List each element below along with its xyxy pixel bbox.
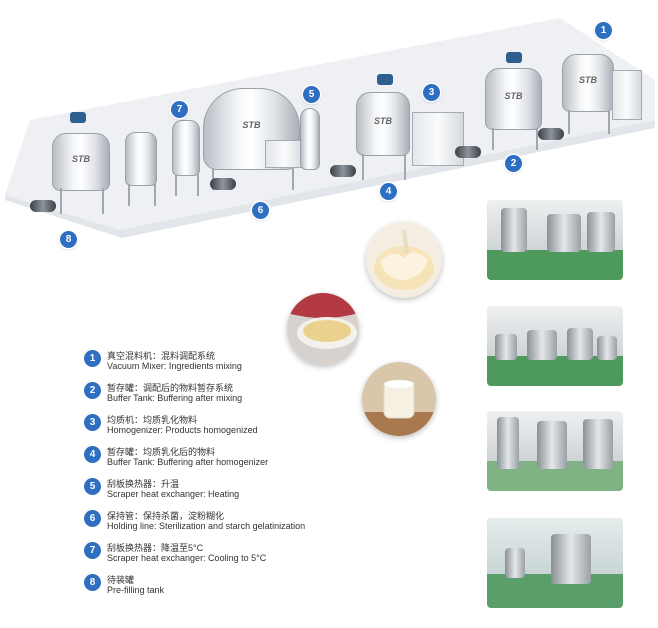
factory-photo-3 [487, 411, 623, 491]
vacuum-mixer: STB [562, 54, 614, 112]
badge-3: 3 [423, 84, 440, 101]
legend-zh: 保持管：保持杀菌，淀粉糊化 [107, 511, 225, 521]
pump [455, 146, 481, 158]
legend-en: Buffer Tank: Buffering after mixing [107, 393, 243, 403]
tank-legs [175, 174, 199, 196]
photo-tank [587, 212, 615, 252]
legend-zh: 刮板换热器：升温 [107, 479, 180, 489]
pudding-bowl-illustration [287, 293, 359, 365]
photo-tank [537, 421, 567, 469]
badge-2: 2 [505, 155, 522, 172]
pump [330, 165, 356, 177]
legend-number: 8 [84, 574, 101, 591]
tank-legs [568, 110, 610, 134]
photo-tank [547, 214, 581, 252]
tank-legs [60, 188, 104, 214]
buffer-tank-after-homogenizer: STB [356, 92, 410, 156]
photo-tank [497, 417, 519, 469]
badge-8: 8 [60, 231, 77, 248]
factory-photo-4 [487, 518, 623, 608]
photo-floor [487, 249, 623, 280]
legend-number: 5 [84, 478, 101, 495]
dessert-illustration [366, 222, 442, 298]
legend-en: Scraper heat exchanger: Heating [107, 489, 240, 499]
badge-5: 5 [303, 86, 320, 103]
scraper-heat-exchanger-tank [172, 120, 200, 176]
tank-legs [492, 128, 538, 150]
control-cabinet [612, 70, 642, 120]
legend-zh: 均质机：均质乳化物料 [107, 415, 198, 425]
badge-4: 4 [380, 183, 397, 200]
legend-zh: 刮板换热器：降温至5°C [107, 543, 204, 553]
badge-1: 1 [595, 22, 612, 39]
pre-filling-tank: STB [52, 133, 110, 191]
legend-en: Homogenizer: Products homogenized [107, 425, 258, 435]
homogenizer [412, 112, 464, 166]
photo-tank [551, 534, 591, 584]
tank-legs [362, 154, 406, 180]
motor [70, 112, 86, 123]
legend-en: Holding line: Sterilization and starch g… [107, 521, 306, 531]
product-image-pudding-bowl [287, 293, 359, 365]
photo-tank [495, 334, 517, 360]
legend-en: Buffer Tank: Buffering after homogenizer [107, 457, 269, 467]
legend-en: Pre-filling tank [107, 585, 165, 595]
legend-number: 2 [84, 382, 101, 399]
pump [538, 128, 564, 140]
legend-number: 7 [84, 542, 101, 559]
buffer-tank-after-mixing: STB [485, 68, 542, 130]
product-image-dessert [366, 222, 442, 298]
scraper-heat-exchanger [300, 108, 320, 170]
factory-photo-1 [487, 200, 623, 280]
photo-floor [487, 355, 623, 386]
legend-en: Scraper heat exchanger: Cooling to 5°C [107, 553, 267, 563]
photo-tank [527, 330, 557, 360]
legend-number: 3 [84, 414, 101, 431]
photo-tank [505, 548, 525, 578]
photo-tank [567, 328, 593, 360]
legend-number: 4 [84, 446, 101, 463]
factory-photo-2 [487, 306, 623, 386]
motor [377, 74, 393, 85]
legend-number: 1 [84, 350, 101, 367]
control-panel [265, 140, 305, 168]
legend-zh: 真空混料机：混料调配系统 [107, 351, 216, 361]
legend-en: Vacuum Mixer: Ingredients mixing [107, 361, 242, 371]
pump [210, 178, 236, 190]
legend-zh: 暂存罐：调配后的物料暂存系统 [107, 383, 234, 393]
badge-6: 6 [252, 202, 269, 219]
tank-legs [128, 184, 156, 206]
photo-tank [501, 208, 527, 252]
badge-7: 7 [171, 101, 188, 118]
photo-tank [597, 336, 617, 360]
scraper-heat-exchanger-tank [125, 132, 157, 186]
legend-zh: 暂存罐：均质乳化后的物料 [107, 447, 216, 457]
legend-zh: 待装罐 [107, 575, 135, 585]
motor [506, 52, 522, 63]
legend-number: 6 [84, 510, 101, 527]
pump [30, 200, 56, 212]
photo-tank [583, 419, 613, 469]
